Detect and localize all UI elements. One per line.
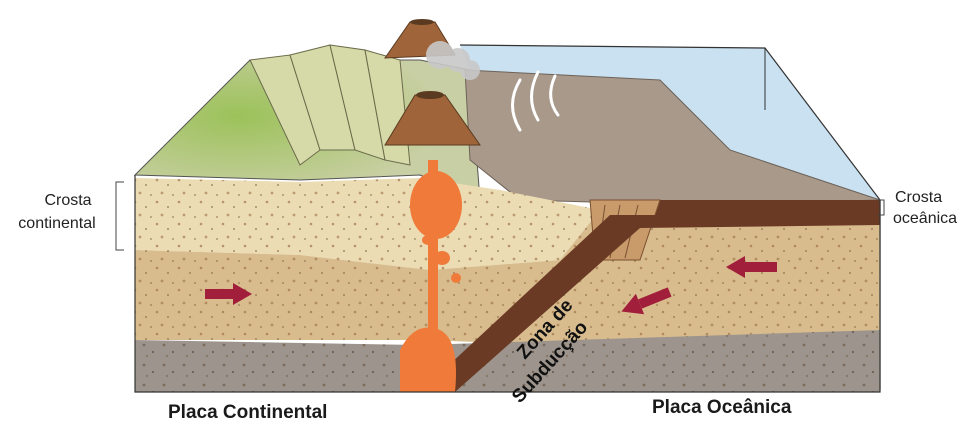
label-placa-oceanica: Placa Oceânica: [652, 397, 792, 418]
label-crosta-continental-2: continental: [18, 215, 95, 232]
bracket-crosta-continental: [116, 182, 124, 250]
label-placa-continental: Placa Continental: [168, 402, 327, 421]
label-crosta-oceanica-1: Crosta: [895, 189, 942, 206]
label-crosta-oceanica-2: oceânica: [893, 210, 957, 227]
label-crosta-continental-1: Crosta: [44, 192, 91, 209]
